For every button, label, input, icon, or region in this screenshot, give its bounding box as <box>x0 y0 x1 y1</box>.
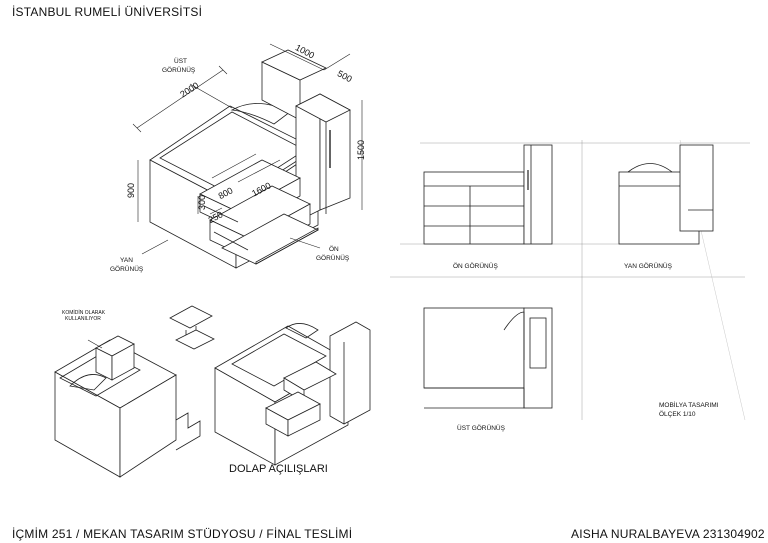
nightstand-note-2: KULLANILIYOR <box>65 316 101 322</box>
course-title: İÇMİM 251 / MEKAN TASARIM STÜDYOSU / FİN… <box>12 527 353 541</box>
drawer-caption: DOLAP AÇILIŞLARI <box>229 463 328 475</box>
front-view-label: ÖN GÖRÜNÜŞ <box>453 262 498 270</box>
top-view-label: ÜST GÖRÜNÜŞ <box>457 424 506 432</box>
front-elevation <box>423 144 553 245</box>
isometric-bed-unit <box>132 43 363 269</box>
iso-side-label-1: YAN <box>120 257 133 264</box>
student-name: AISHA NURALBAYEVA 231304902 <box>571 527 765 541</box>
iso-top-label-2: GÖRÜNÜŞ <box>162 66 196 74</box>
nightstand-note-1: KOMİDİN OLARAK <box>62 309 106 316</box>
drawing-title: MOBİLYA TASARIMI <box>659 400 719 409</box>
dim-length: 2000 <box>178 80 200 99</box>
iso-front-label-1: ÖN <box>329 245 339 253</box>
dim-step-height: 300 <box>197 195 207 210</box>
detail-open-drawers <box>214 321 371 466</box>
plan-view <box>423 307 553 409</box>
iso-side-label-2: GÖRÜNÜŞ <box>110 265 144 273</box>
side-view-label: YAN GÖRÜNÜŞ <box>624 262 673 270</box>
university-title: İSTANBUL RUMELİ ÜNİVERSİTSİ <box>12 5 203 19</box>
side-elevation <box>618 144 714 245</box>
detail-bed-nightstand <box>54 335 201 478</box>
iso-front-label-2: GÖRÜNÜŞ <box>316 254 350 262</box>
detail-side-table <box>169 305 215 350</box>
dim-cabinet-height: 1500 <box>356 140 366 160</box>
iso-top-label-1: ÜST <box>174 57 187 65</box>
drawing-scale: ÖLÇEK 1/10 <box>659 410 696 418</box>
dim-height: 900 <box>126 183 136 198</box>
dim-depth: 500 <box>336 68 354 84</box>
